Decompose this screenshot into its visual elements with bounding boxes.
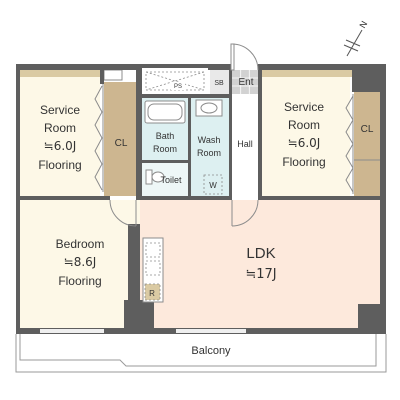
wall-segment — [16, 64, 142, 70]
entrance-door-swing — [231, 43, 259, 71]
service-room-right-name-1: Service — [284, 100, 324, 114]
entrance-tiles — [232, 70, 258, 94]
bedroom-door-swing — [109, 199, 137, 227]
pipe-space: PS — [145, 71, 205, 91]
bedroom-floor-type: Flooring — [58, 274, 101, 288]
kitchen-sink — [145, 242, 161, 258]
shoe-box-area — [210, 70, 229, 94]
wall-segment — [208, 64, 232, 70]
wall-column — [358, 304, 386, 334]
wall-segment — [188, 98, 191, 196]
wall-segment — [258, 70, 262, 200]
closet-left-area — [104, 82, 136, 196]
ldk-size: ≒17J — [245, 267, 276, 282]
wall-segment — [229, 70, 232, 196]
room-labels: Service Room ≒6.0J Flooring CL SB Ent Ba… — [38, 77, 374, 357]
toilet-bowl — [151, 171, 165, 183]
wash-room-name-1: Wash — [198, 135, 221, 145]
toilet-tank — [145, 169, 153, 185]
hall-floor — [232, 94, 258, 196]
entrance-door-leaf — [230, 43, 235, 71]
basin-bowl — [200, 102, 218, 114]
folding-door-left — [94, 85, 103, 191]
refrigerator-label: R — [149, 289, 155, 298]
basin-counter — [195, 99, 223, 117]
pipe-space-label: PS — [174, 84, 182, 90]
hall-door-swing — [231, 199, 259, 227]
bedroom-floor — [20, 200, 140, 328]
service-room-left-floor — [20, 70, 100, 196]
toilet-label: Toilet — [160, 175, 182, 185]
pipe-space-label-bg — [171, 82, 185, 90]
bedroom-size: ≒8.6J — [64, 255, 97, 269]
bathtub-outer — [144, 100, 186, 124]
closet-right-area — [354, 92, 380, 196]
bathtub-inner — [147, 103, 183, 121]
ldk-name: LDK — [246, 245, 275, 262]
ldk-floor — [140, 200, 380, 328]
wash-basin — [195, 99, 223, 117]
compass-needle — [346, 29, 363, 57]
shoe-box-label: SB — [214, 80, 224, 87]
balcony-label: Balcony — [191, 345, 231, 357]
storage-void — [103, 69, 123, 81]
entrance-label: Ent — [238, 77, 253, 88]
window — [40, 329, 104, 333]
service-room-right-floor — [262, 70, 350, 196]
compass-north-label: N — [357, 19, 369, 30]
wall-segment — [16, 196, 110, 200]
walls — [16, 64, 386, 334]
service-room-right-name-2: Room — [288, 118, 320, 132]
closet-right-label: CL — [361, 124, 374, 135]
balcony-inner-edge — [19, 334, 377, 367]
entrance-floor — [232, 70, 258, 94]
refrigerator-outline — [144, 283, 161, 301]
wall-segment — [142, 64, 208, 68]
compass-tick — [343, 44, 359, 52]
folding-door-right — [345, 95, 354, 193]
wall-segment — [142, 160, 188, 163]
wall-segment — [258, 196, 380, 200]
wall-segment — [258, 64, 386, 70]
doors — [109, 43, 259, 227]
compass-tick — [345, 39, 361, 47]
service-room-right-size: ≒6.0J — [288, 136, 321, 150]
kitchen-stove — [145, 260, 161, 276]
wall-segment — [128, 224, 140, 302]
service-room-left-name-1: Service — [40, 103, 80, 117]
wash-room-name-2: Room — [197, 148, 221, 158]
wall-segment — [136, 70, 142, 200]
wall-segment — [380, 64, 386, 334]
service-room-left-name-2: Room — [44, 121, 76, 135]
bath-room-name-1: Bath — [156, 131, 175, 141]
north-compass: N — [343, 19, 369, 57]
service-room-left-size: ≒6.0J — [44, 139, 77, 153]
washer-label: W — [209, 181, 217, 190]
refrigerator-space — [145, 284, 160, 300]
balcony-outer-edge — [15, 334, 387, 373]
service-room-right-floor-type: Flooring — [282, 155, 325, 169]
bath-room-name-2: Room — [153, 144, 177, 154]
window — [176, 329, 246, 333]
service-room-left-window-band — [20, 70, 100, 77]
kitchen-counter — [142, 237, 164, 303]
floors — [20, 68, 380, 328]
service-room-right-window-band — [262, 70, 352, 77]
wall-segment — [100, 70, 104, 84]
wall-column — [124, 300, 154, 334]
toilet-fixture — [145, 169, 165, 185]
closet-left-label: CL — [115, 138, 128, 149]
bedroom-name: Bedroom — [56, 237, 105, 251]
wall-segment — [136, 196, 232, 200]
wall-segment — [142, 94, 232, 98]
balcony — [15, 334, 387, 373]
hall-label: Hall — [237, 139, 253, 149]
bathtub — [144, 100, 186, 124]
service-room-left-floor-type: Flooring — [38, 158, 81, 172]
washer-space — [203, 174, 223, 195]
